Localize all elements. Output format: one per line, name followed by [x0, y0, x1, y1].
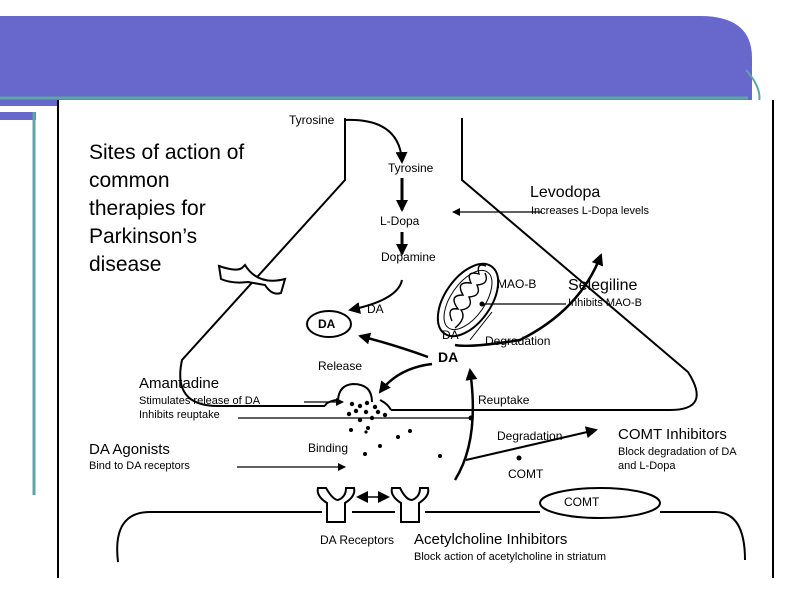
mito-da-link — [469, 311, 493, 341]
release-pocket — [337, 382, 373, 403]
label-da-small: DA — [367, 302, 384, 316]
therapy-ach-inhibitors-name: Acetylcholine Inhibitors — [414, 531, 568, 548]
arrow-reuptake — [453, 368, 478, 481]
therapy-comt-inhibitors-desc1: Block degradation of DA — [618, 446, 737, 458]
title-line: Parkinson’s — [89, 225, 198, 248]
label-da-center: DA — [438, 349, 459, 365]
therapy-selegiline-name: Selegiline — [568, 277, 638, 294]
arrow-dopamine-vesicle — [348, 279, 403, 314]
dopamine-molecules — [346, 400, 442, 458]
postsynaptic-membrane-end — [660, 511, 746, 561]
title-line: Sites of action of — [89, 141, 245, 164]
mitochondrion — [436, 262, 500, 338]
therapy-da-agonists-desc: Bind to DA receptors — [89, 460, 190, 472]
da-receptor-1 — [316, 487, 356, 523]
title-line: therapies for — [89, 197, 206, 220]
therapy-da-agonists-name: DA Agonists — [89, 441, 170, 458]
label-degradation-top: Degradation — [485, 334, 551, 348]
label-comt-post: COMT — [564, 495, 600, 509]
da-receptor-2 — [390, 487, 430, 523]
pointer-dot-comt — [516, 455, 522, 461]
label-binding: Binding — [308, 441, 349, 455]
title-line: disease — [89, 253, 162, 276]
dendrite-stub — [217, 263, 287, 295]
label-dopamine: Dopamine — [381, 250, 436, 264]
postsynaptic-membrane-left — [116, 511, 322, 563]
therapy-amantadine-name: Amantadine — [139, 375, 220, 392]
membrane-junction-right — [379, 399, 392, 411]
label-l-dopa: L-Dopa — [380, 214, 420, 228]
header-band — [0, 16, 752, 106]
label-tyrosine: Tyrosine — [388, 161, 434, 175]
label-mao-b: MAO-B — [497, 277, 537, 291]
label-da-receptors: DA Receptors — [320, 533, 395, 547]
therapy-ach-inhibitors-desc: Block action of acetylcholine in striatu… — [414, 551, 606, 563]
therapy-selegiline-desc: Inhibits MAO-B — [568, 297, 642, 309]
arrow-degradation-selegiline — [454, 253, 604, 348]
pointer-dot-selegiline — [479, 301, 485, 307]
label-da-vesicle: DA — [318, 317, 336, 331]
pointer-dot-reuptake — [468, 415, 474, 421]
label-release: Release — [318, 359, 363, 373]
label-tyrosine-entry: Tyrosine — [289, 113, 335, 127]
title-line: common — [89, 169, 170, 192]
arrow-comt-inhibitors — [465, 426, 598, 461]
label-reuptake: Reuptake — [478, 393, 530, 407]
arrow-da-to-vesicle — [358, 332, 429, 359]
therapy-comt-inhibitors-desc2: and L-Dopa — [618, 460, 676, 472]
arrow-release — [378, 362, 433, 394]
da-vesicle — [306, 310, 352, 338]
therapy-amantadine-desc2: Inhibits reuptake — [139, 409, 220, 421]
figure-title: Sites of action of common therapies for … — [89, 139, 309, 279]
comt-enzyme-shape — [539, 487, 661, 519]
presynaptic-membrane-left — [179, 118, 346, 407]
therapy-levodopa-desc: Increases L-Dopa levels — [531, 205, 650, 217]
therapy-amantadine-desc1: Stimulates release of DA — [139, 395, 261, 407]
label-degradation-cleft: Degradation — [497, 429, 563, 443]
header-band-tab — [0, 112, 36, 120]
label-da-mito: DA — [442, 328, 459, 342]
therapy-levodopa-name: Levodopa — [530, 184, 601, 201]
arrow-tyrosine-entry — [344, 118, 408, 164]
therapy-comt-inhibitors-name: COMT Inhibitors — [618, 426, 727, 443]
slide-header-decoration — [0, 16, 761, 495]
presynaptic-membrane-right — [391, 118, 698, 411]
label-comt-small: COMT — [508, 467, 544, 481]
